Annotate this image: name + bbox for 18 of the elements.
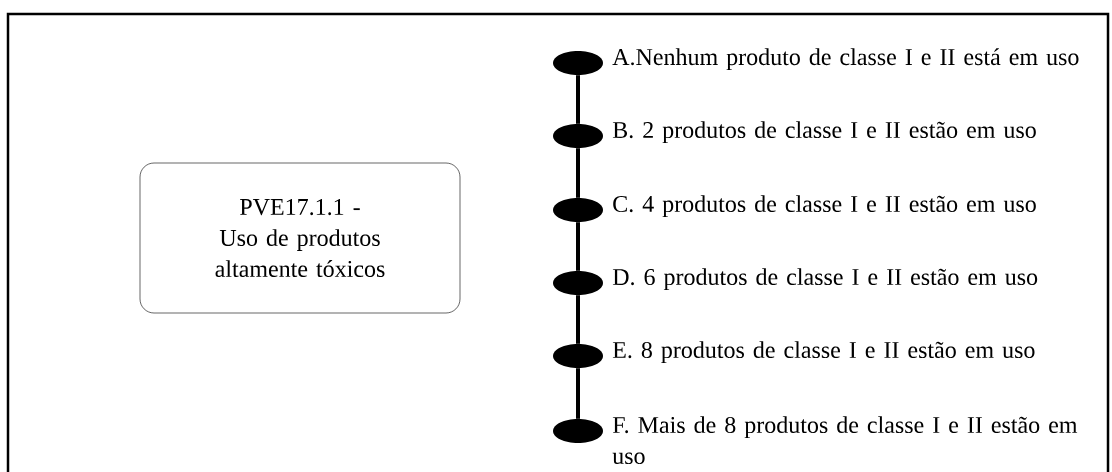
- connector-line: [576, 222, 580, 271]
- option-text: B. 2 produtos de classe I e II estão em uso: [612, 121, 1036, 143]
- option-text: E. 8 produtos de classe I e II estão em uso: [612, 341, 1035, 363]
- bullet-ellipse: [553, 271, 603, 295]
- option-text: F. Mais de 8 produtos de classe I e II estão em uso: [612, 416, 1078, 465]
- bullet-ellipse: [553, 124, 603, 148]
- bullet-ellipse: [553, 344, 603, 368]
- connector-line: [576, 295, 580, 344]
- option-text: C. 4 produtos de classe I e II estão em uso: [613, 195, 1036, 217]
- connector-line: [576, 148, 580, 198]
- connector-line: [576, 75, 580, 124]
- bullet-ellipse: [553, 51, 603, 75]
- connector-line: [576, 368, 580, 419]
- bullet-ellipse: [553, 198, 603, 222]
- bullet-ellipse: [553, 419, 603, 443]
- rounded-box: PVE17.1.1 - Uso de produtos altamente tóxicos: [139, 162, 461, 314]
- option-text: D. 6 produtos de classe I e II estão em uso: [612, 268, 1038, 290]
- option-text: A.Nenhum produto de classe I e II está em uso: [612, 48, 1079, 70]
